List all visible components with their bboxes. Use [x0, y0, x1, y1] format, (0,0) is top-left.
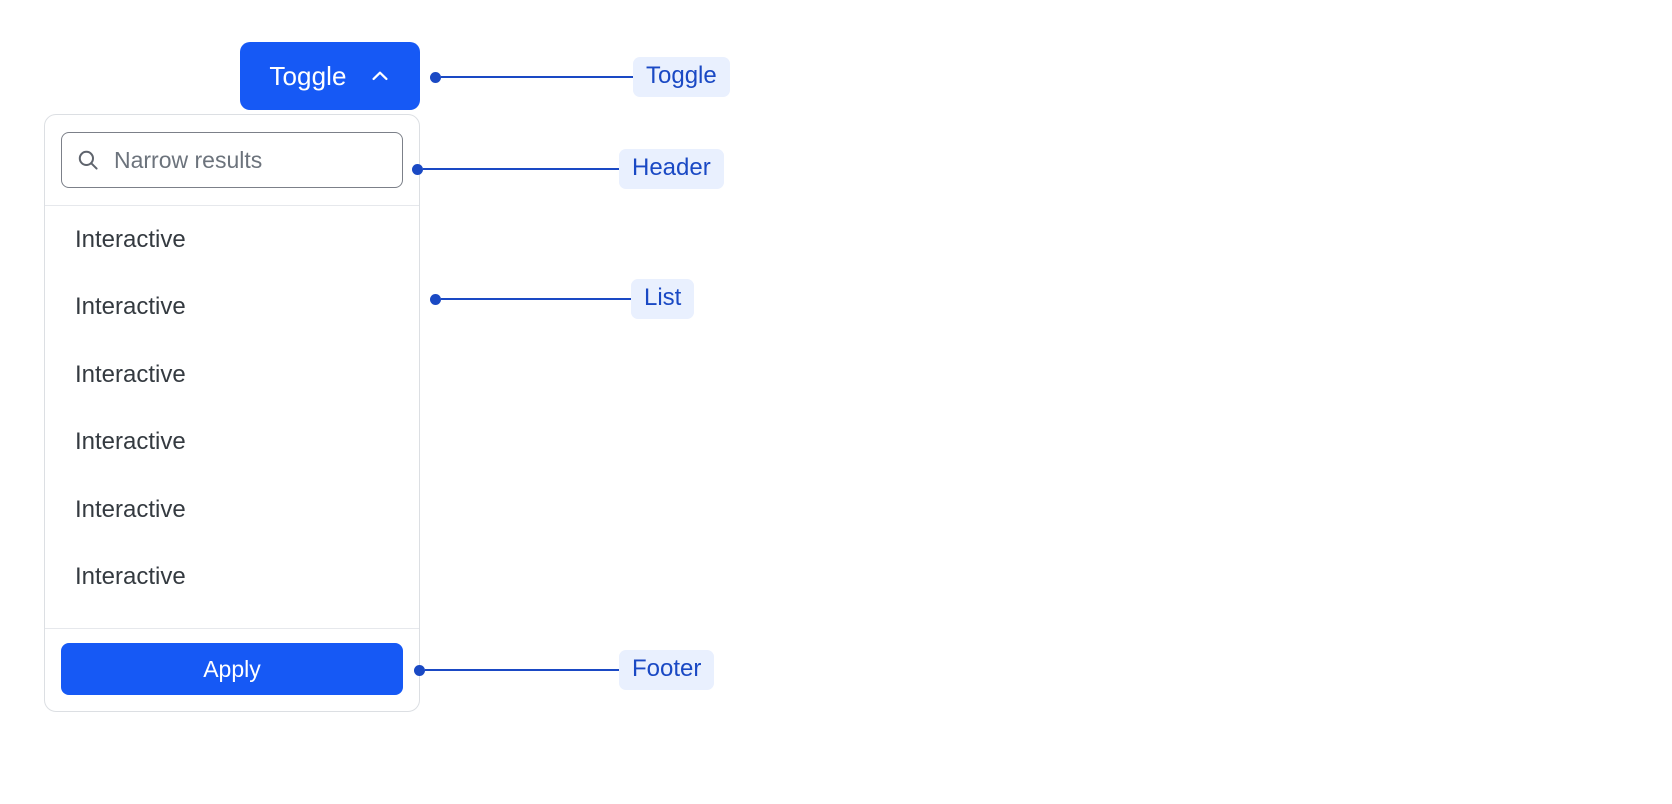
list-item[interactable]: Interactive	[75, 563, 186, 591]
annotation-dot-icon	[412, 163, 423, 175]
search-icon	[78, 150, 98, 170]
annotation-leader-line	[441, 298, 631, 300]
annotation-label-header: Header	[619, 149, 724, 189]
dropdown-footer: Apply	[45, 628, 419, 711]
annotation-header: Header	[412, 149, 724, 189]
list-item[interactable]: Interactive	[75, 428, 186, 456]
apply-button[interactable]: Apply	[61, 643, 403, 695]
dropdown-header	[45, 115, 419, 206]
annotation-label-footer: Footer	[619, 650, 715, 690]
annotation-dot-icon	[414, 664, 425, 676]
toggle-button[interactable]: Toggle	[240, 42, 420, 110]
chevron-up-icon	[372, 71, 388, 81]
annotation-label-list: List	[631, 279, 695, 319]
annotation-leader-line	[441, 76, 633, 78]
search-input[interactable]	[114, 146, 388, 174]
annotation-list: List	[430, 279, 695, 319]
annotation-footer: Footer	[414, 650, 715, 690]
annotation-dot-icon	[430, 71, 441, 83]
list-item[interactable]: Interactive	[75, 495, 186, 523]
annotation-leader-line	[423, 168, 619, 170]
list-item[interactable]: Interactive	[75, 360, 186, 388]
dropdown-list: Interactive Interactive Interactive Inte…	[45, 206, 419, 628]
search-field[interactable]	[61, 132, 403, 188]
list-item[interactable]: Interactive	[75, 225, 186, 253]
toggle-button-label: Toggle	[269, 61, 347, 91]
list-item[interactable]: Interactive	[75, 293, 186, 321]
annotation-dot-icon	[430, 293, 441, 305]
annotation-toggle: Toggle	[430, 57, 730, 97]
annotation-leader-line	[425, 669, 619, 671]
annotation-label-toggle: Toggle	[633, 57, 730, 97]
dropdown-panel: Interactive Interactive Interactive Inte…	[44, 114, 420, 712]
